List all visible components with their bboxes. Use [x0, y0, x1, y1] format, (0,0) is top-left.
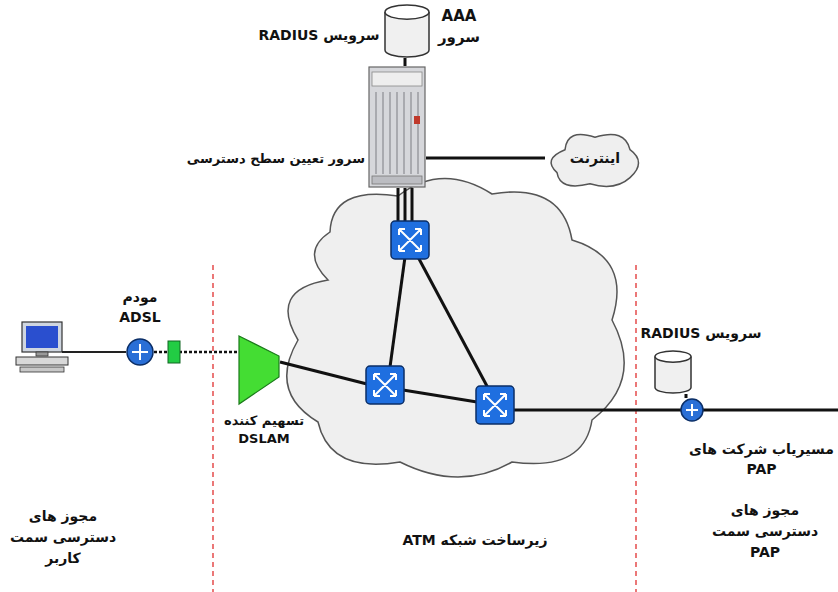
switch-arrows: [484, 394, 506, 416]
dslam-link: [280, 362, 367, 384]
router-node: مسیریاب شرکت های PAP: [680, 398, 704, 422]
cylinder-top: [655, 351, 691, 362]
cylinder-node: AAA سرورسرویس RADIUS: [384, 4, 430, 58]
switch-arrows: [374, 374, 396, 396]
dslam-body: [239, 336, 279, 404]
monitor: [22, 322, 62, 352]
chassis-top: [372, 72, 422, 86]
line-card: [382, 92, 384, 174]
network-link: [685, 394, 688, 398]
bras-uplink: [411, 188, 414, 222]
bras-uplink: [404, 188, 407, 222]
pc-cable: [62, 351, 126, 353]
node-label: سرویس RADIUS: [258, 26, 380, 46]
line-card: [403, 92, 405, 174]
router-outline: [680, 398, 704, 422]
node-label: AAA سرور: [432, 6, 486, 48]
router-arrows: [132, 344, 148, 360]
port-strip: [372, 176, 422, 184]
node-label: سرور تعیین سطح دسترسی: [205, 150, 365, 168]
circle-shape: [127, 339, 153, 365]
zone-divider: [635, 265, 636, 592]
switch-arrows: [399, 229, 421, 251]
node-label: تسهیم کننده DSLAM: [218, 412, 310, 448]
router-disc: [127, 339, 153, 365]
atm-cloud: [287, 178, 624, 477]
zone-divider: [212, 265, 213, 592]
cloud-outline: [551, 135, 638, 187]
switch-link: [390, 257, 405, 367]
switch-link: [403, 390, 477, 402]
router-disc: [681, 399, 703, 421]
atm-switch: [366, 366, 404, 404]
circle-outline: [126, 338, 154, 366]
atm-switch: [391, 221, 429, 259]
switch-link: [418, 257, 488, 388]
zone-label: مجوز های دسترسی سمت کاربر: [4, 506, 122, 569]
line-card: [396, 92, 398, 174]
line-card: [375, 92, 377, 174]
line-card: [417, 92, 419, 174]
trapezoid-node: تسهیم کننده DSLAM: [238, 335, 280, 405]
node-label: مودم ADSL: [105, 288, 175, 327]
node-label: سرویس RADIUS: [636, 324, 766, 344]
network-link: [404, 58, 407, 66]
switch-body: [391, 221, 429, 259]
cylinder-node: سرویس RADIUS: [654, 350, 692, 394]
router-shape: [681, 399, 703, 421]
trapezoid-outline: [238, 335, 280, 405]
cylinder-outline: [384, 4, 430, 58]
network-link: [426, 157, 545, 160]
node-label: اینترنت: [570, 149, 620, 169]
zone-label: زیرساخت شبکه ATM: [385, 530, 565, 551]
cylinder-shape: [655, 351, 691, 393]
cylinder-shape: [385, 5, 429, 57]
node-label: مسیریاب شرکت های PAP: [688, 440, 835, 479]
chassis: [369, 67, 425, 187]
keyboard: [16, 357, 68, 365]
line-filter: [168, 341, 180, 363]
network-link: [154, 351, 238, 354]
bras-node: سرور تعیین سطح دسترسی: [368, 66, 426, 188]
zone-label: مجوز های دسترسی سمت PAP: [698, 500, 832, 563]
screen: [26, 326, 58, 348]
router-arrows: [686, 404, 698, 416]
cloud-node: اینترنت: [545, 128, 645, 190]
line-card: [410, 92, 412, 174]
atm-switch: [476, 386, 514, 424]
line-card: [389, 92, 391, 174]
cylinder-top: [385, 5, 429, 19]
bras-outline: [368, 66, 426, 188]
circle-node: مودم ADSL: [126, 338, 154, 366]
status-led: [414, 116, 420, 124]
cloud-shape: [551, 135, 638, 187]
switch-body: [476, 386, 514, 424]
switch-body: [366, 366, 404, 404]
cylinder-outline: [654, 350, 692, 394]
computer-icon: [16, 322, 68, 372]
pap-trunk: [514, 409, 838, 412]
bras-shape: [369, 67, 425, 187]
bras-uplink: [397, 188, 400, 222]
monitor-stand: [36, 352, 48, 356]
trapezoid-shape: [239, 336, 279, 404]
atm-switches: [366, 221, 514, 424]
atm-links: [280, 188, 838, 410]
pc-base: [20, 367, 64, 372]
